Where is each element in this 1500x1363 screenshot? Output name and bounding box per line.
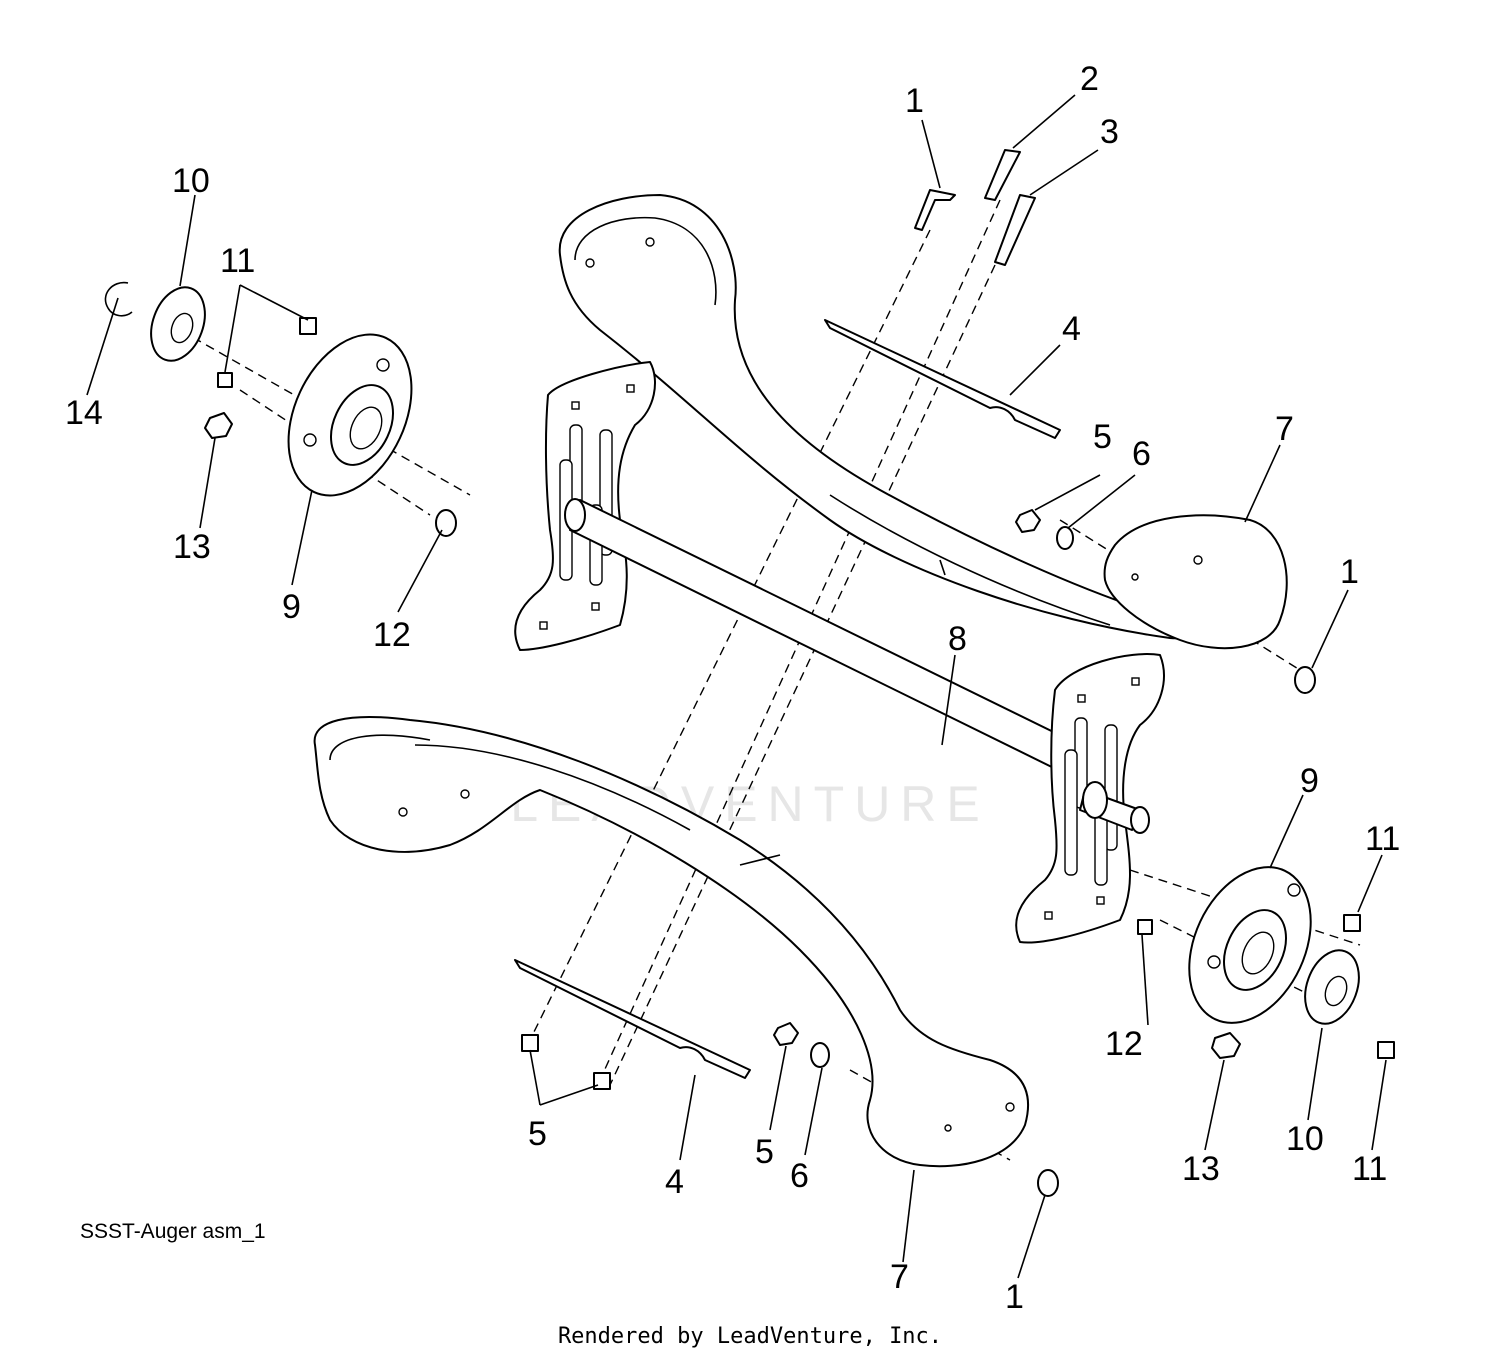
blade-hole xyxy=(585,258,595,268)
carriage-bolt xyxy=(1037,1169,1059,1197)
rendered-by-credit: Rendered by LeadVenture, Inc. xyxy=(557,1324,943,1349)
hex-nut xyxy=(521,1034,539,1052)
callout-labels: 1 2 3 4 5 6 7 1 8 9 11 12 13 10 11 5 4 5… xyxy=(65,60,1400,1316)
blade-hole xyxy=(944,1124,952,1132)
callout-10-left: 10 xyxy=(172,162,210,200)
callout-13-right: 13 xyxy=(1182,1150,1220,1188)
callout-10-right: 10 xyxy=(1286,1120,1324,1158)
callout-13-left: 13 xyxy=(173,528,211,566)
callout-11-right-top: 11 xyxy=(1365,820,1400,858)
hex-nut xyxy=(204,412,233,439)
hex-nut xyxy=(1211,1032,1241,1059)
callout-7-upper: 7 xyxy=(1275,410,1294,448)
bolt-head xyxy=(1137,919,1153,935)
blade-hole xyxy=(1193,555,1203,565)
callout-2: 2 xyxy=(1080,60,1099,98)
bolt-head xyxy=(217,372,233,388)
lower-auger-blade xyxy=(313,716,1030,1168)
callout-5-lower: 5 xyxy=(528,1115,547,1153)
callout-11-right-bottom: 11 xyxy=(1352,1150,1387,1188)
bolt-head xyxy=(1377,1041,1395,1059)
hex-nut xyxy=(593,1072,611,1090)
callout-3: 3 xyxy=(1100,113,1119,151)
callout-7-lower: 7 xyxy=(890,1258,909,1296)
washer xyxy=(810,1042,830,1068)
callout-1-bottom: 1 xyxy=(1005,1278,1024,1316)
hex-nut xyxy=(773,1022,799,1046)
hex-nut xyxy=(1015,509,1041,533)
carriage-bolt xyxy=(914,189,956,231)
right-bearing-housing xyxy=(1137,866,1395,1059)
callout-11-left: 11 xyxy=(220,242,255,280)
blade-hole xyxy=(398,807,408,817)
callout-5-lower-right: 5 xyxy=(755,1133,774,1171)
fasteners xyxy=(521,149,1316,1197)
callout-5-upper: 5 xyxy=(1093,418,1112,456)
auger-shaft xyxy=(564,498,1081,776)
carriage-bolt xyxy=(1294,666,1316,694)
callout-1-top: 1 xyxy=(905,82,924,120)
blade-insert-upper xyxy=(824,319,1061,439)
lower-curved-blade xyxy=(1103,514,1288,650)
callout-4-upper: 4 xyxy=(1062,310,1081,348)
carriage-bolt xyxy=(435,509,457,537)
blade-hole xyxy=(460,789,470,799)
bolt-head xyxy=(299,317,317,335)
hex-bolt xyxy=(994,194,1036,266)
blade-hole xyxy=(1131,573,1139,581)
blade-hole xyxy=(645,237,655,247)
spring-pin xyxy=(984,149,1021,201)
callout-9-left: 9 xyxy=(282,588,301,626)
callout-6-upper: 6 xyxy=(1132,435,1151,473)
diagram-caption: SSST-Auger asm_1 xyxy=(80,1220,266,1243)
callout-6-lower: 6 xyxy=(790,1157,809,1195)
bolt-head xyxy=(1343,914,1361,932)
blade-insert-lower xyxy=(514,959,751,1079)
blade-hole xyxy=(1005,1102,1015,1112)
washer xyxy=(1056,526,1074,550)
callout-12-right: 12 xyxy=(1105,1025,1143,1063)
callout-1-right: 1 xyxy=(1340,553,1359,591)
callout-12-left: 12 xyxy=(373,616,411,654)
retaining-ring xyxy=(104,281,133,317)
callout-14: 14 xyxy=(65,394,103,432)
callout-4-lower: 4 xyxy=(665,1163,684,1201)
callout-9-right: 9 xyxy=(1300,762,1319,800)
left-bearing-housing xyxy=(104,281,457,537)
callout-8: 8 xyxy=(948,620,967,658)
leader-lines xyxy=(86,94,1387,1279)
right-impeller-plate xyxy=(1015,653,1165,944)
